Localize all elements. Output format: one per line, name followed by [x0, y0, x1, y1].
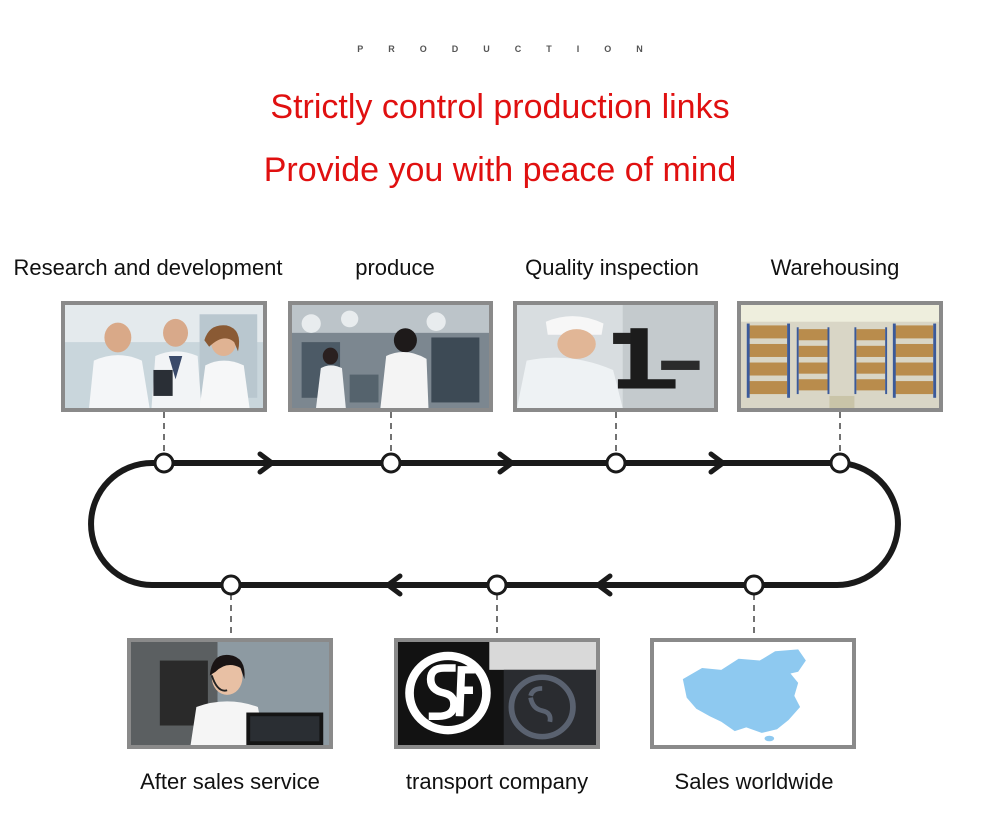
- microscope-inspection-photo: [513, 301, 718, 412]
- headline-2: Provide you with peace of mind: [263, 151, 737, 189]
- step-node: [743, 574, 765, 596]
- arrow-right-icon: [708, 451, 726, 475]
- arrow-left-icon: [595, 573, 613, 597]
- step-label-research: Research and development: [13, 255, 283, 280]
- arrow-right-icon: [257, 451, 275, 475]
- step-node: [486, 574, 508, 596]
- step-node: [605, 452, 627, 474]
- sf-express-logo: [394, 638, 600, 749]
- factory-workers-photo: [288, 301, 493, 412]
- step-label-warehousing: Warehousing: [770, 255, 900, 280]
- step-label-sales-worldwide: Sales worldwide: [674, 769, 834, 794]
- step-node: [380, 452, 402, 474]
- loop-track: [88, 460, 901, 588]
- arrow-left-icon: [385, 573, 403, 597]
- eyebrow-text: PRODUCTION: [357, 44, 668, 54]
- warehouse-shelves-photo: [737, 301, 943, 412]
- step-node: [220, 574, 242, 596]
- customer-service-agent-photo: [127, 638, 333, 749]
- arrow-right-icon: [497, 451, 515, 475]
- step-label-quality: Quality inspection: [525, 255, 699, 280]
- headline-1: Strictly control production links: [270, 88, 730, 126]
- lab-team-photo: [61, 301, 267, 412]
- step-label-produce: produce: [355, 255, 435, 280]
- step-label-after-sales: After sales service: [140, 769, 320, 794]
- step-node: [153, 452, 175, 474]
- step-label-transport: transport company: [405, 769, 589, 794]
- china-map-photo: [650, 638, 856, 749]
- step-node: [829, 452, 851, 474]
